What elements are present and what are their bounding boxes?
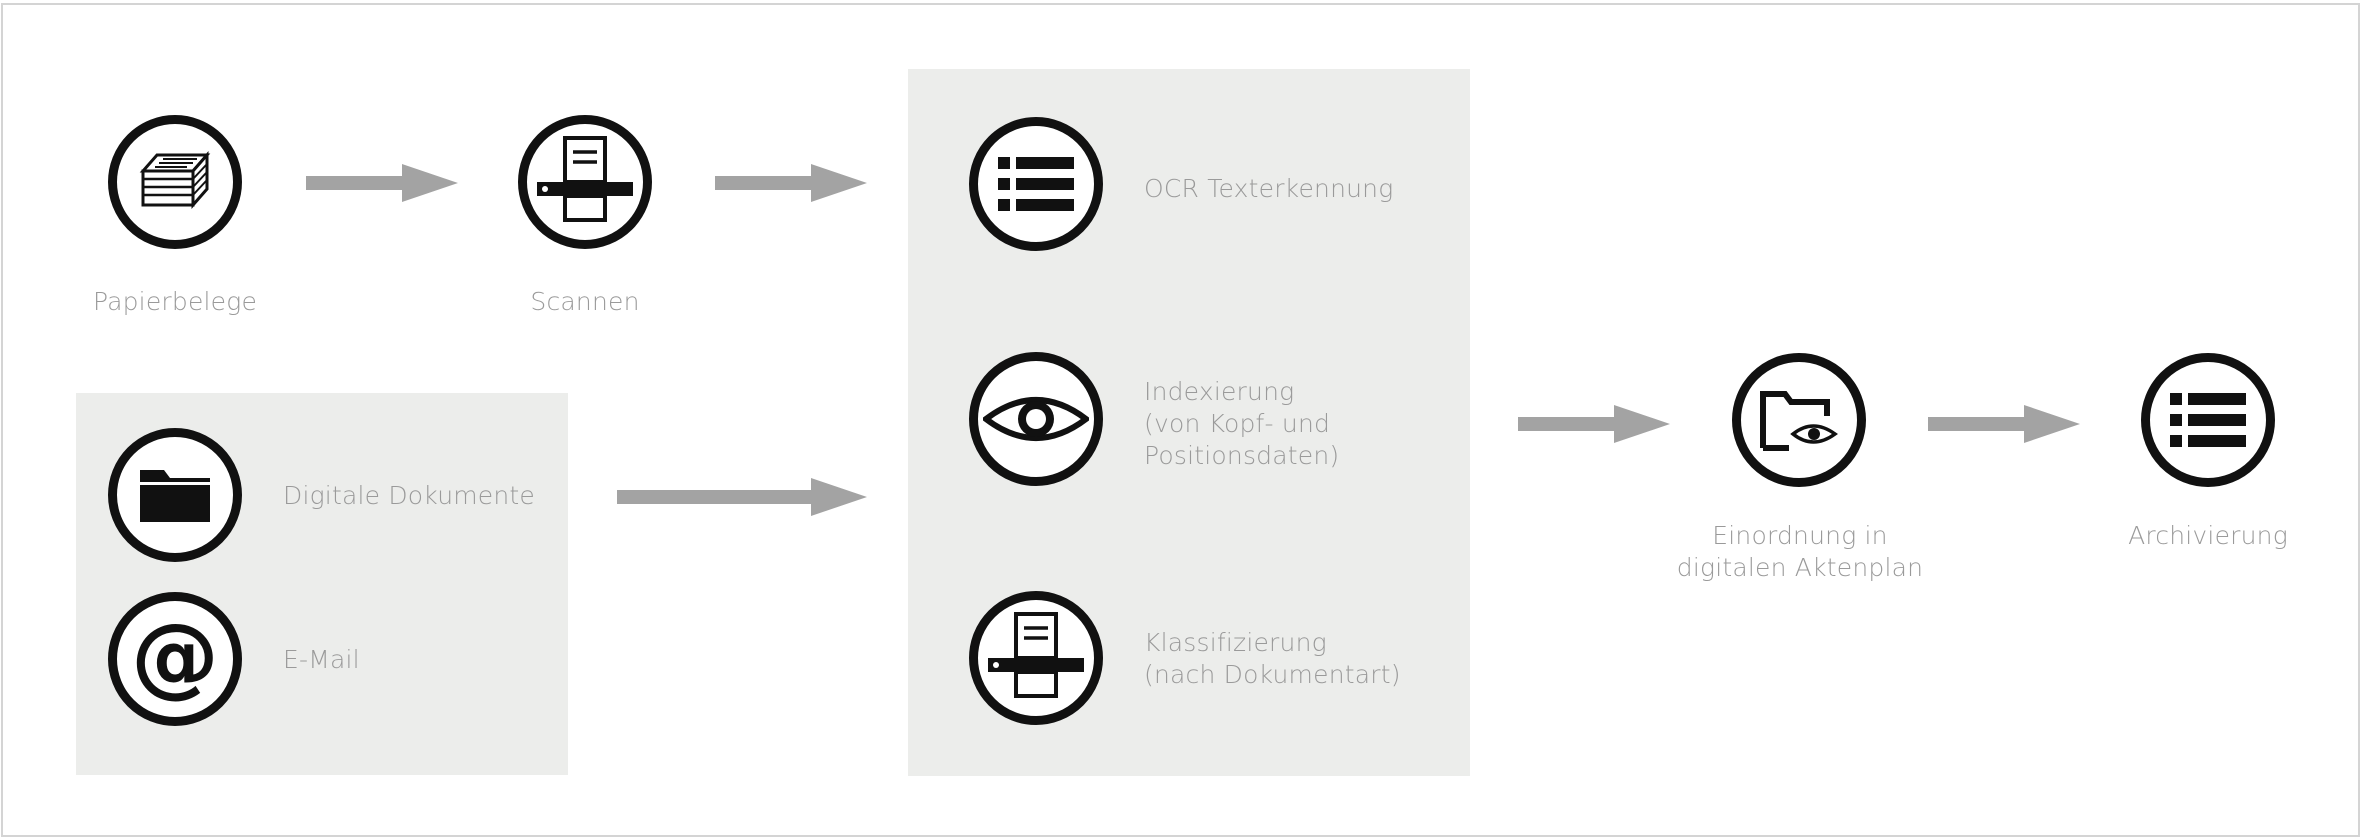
papierbelege-node <box>108 115 242 249</box>
paper-stack-icon <box>139 151 211 209</box>
indexierung-label-line-1: Indexierung <box>1144 377 1295 406</box>
arrow-scan-to-processing <box>715 164 867 206</box>
at-sign-icon: @ <box>131 604 219 707</box>
scanner-icon <box>537 136 633 222</box>
klassifizierung-label: Klassifizierung (nach Dokumentart) <box>1144 627 1401 691</box>
arrow-einordnung-to-archivierung <box>1928 405 2080 447</box>
klassifizierung-label-line-2: (nach Dokumentart) <box>1144 660 1401 689</box>
einordnung-node <box>1732 353 1866 487</box>
archivierung-label: Archivierung <box>2128 521 2288 550</box>
archivierung-node <box>2141 353 2275 487</box>
klassifizierung-label-line-1: Klassifizierung <box>1144 628 1327 657</box>
ocr-label: OCR Texterkennung <box>1144 174 1394 203</box>
ocr-node <box>969 117 1103 251</box>
email-node: @ <box>108 592 242 726</box>
email-label: E-Mail <box>283 645 360 674</box>
indexierung-label-line-3: Positionsdaten) <box>1144 441 1340 470</box>
indexierung-label-line-2: (von Kopf- und <box>1144 409 1331 438</box>
einordnung-label-line-1: Einordnung in <box>1712 521 1888 550</box>
folder-icon <box>140 470 210 522</box>
indexierung-label: Indexierung (von Kopf- und Positionsdate… <box>1144 376 1339 472</box>
klassifizierung-node <box>969 591 1103 725</box>
scannen-label: Scannen <box>530 287 640 316</box>
arrow-processing-to-einordnung <box>1518 405 1670 447</box>
scannen-node <box>518 115 652 249</box>
folder-eye-icon <box>1760 391 1838 451</box>
diagram-frame <box>1 3 2360 837</box>
eye-icon <box>983 397 1089 441</box>
papierbelege-label: Papierbelege <box>92 287 258 316</box>
einordnung-label-line-2: digitalen Aktenplan <box>1676 553 1924 582</box>
scanner-icon <box>988 612 1084 698</box>
indexierung-node <box>969 352 1103 486</box>
list-icon <box>2170 393 2246 447</box>
digitale-dokumente-label: Digitale Dokumente <box>283 481 536 510</box>
einordnung-label: Einordnung in digitalen Aktenplan <box>1650 520 1950 584</box>
arrow-papier-to-scan <box>306 164 458 206</box>
digitale-dokumente-node <box>108 428 242 562</box>
arrow-digital-to-processing <box>617 478 867 520</box>
list-icon <box>998 157 1074 211</box>
